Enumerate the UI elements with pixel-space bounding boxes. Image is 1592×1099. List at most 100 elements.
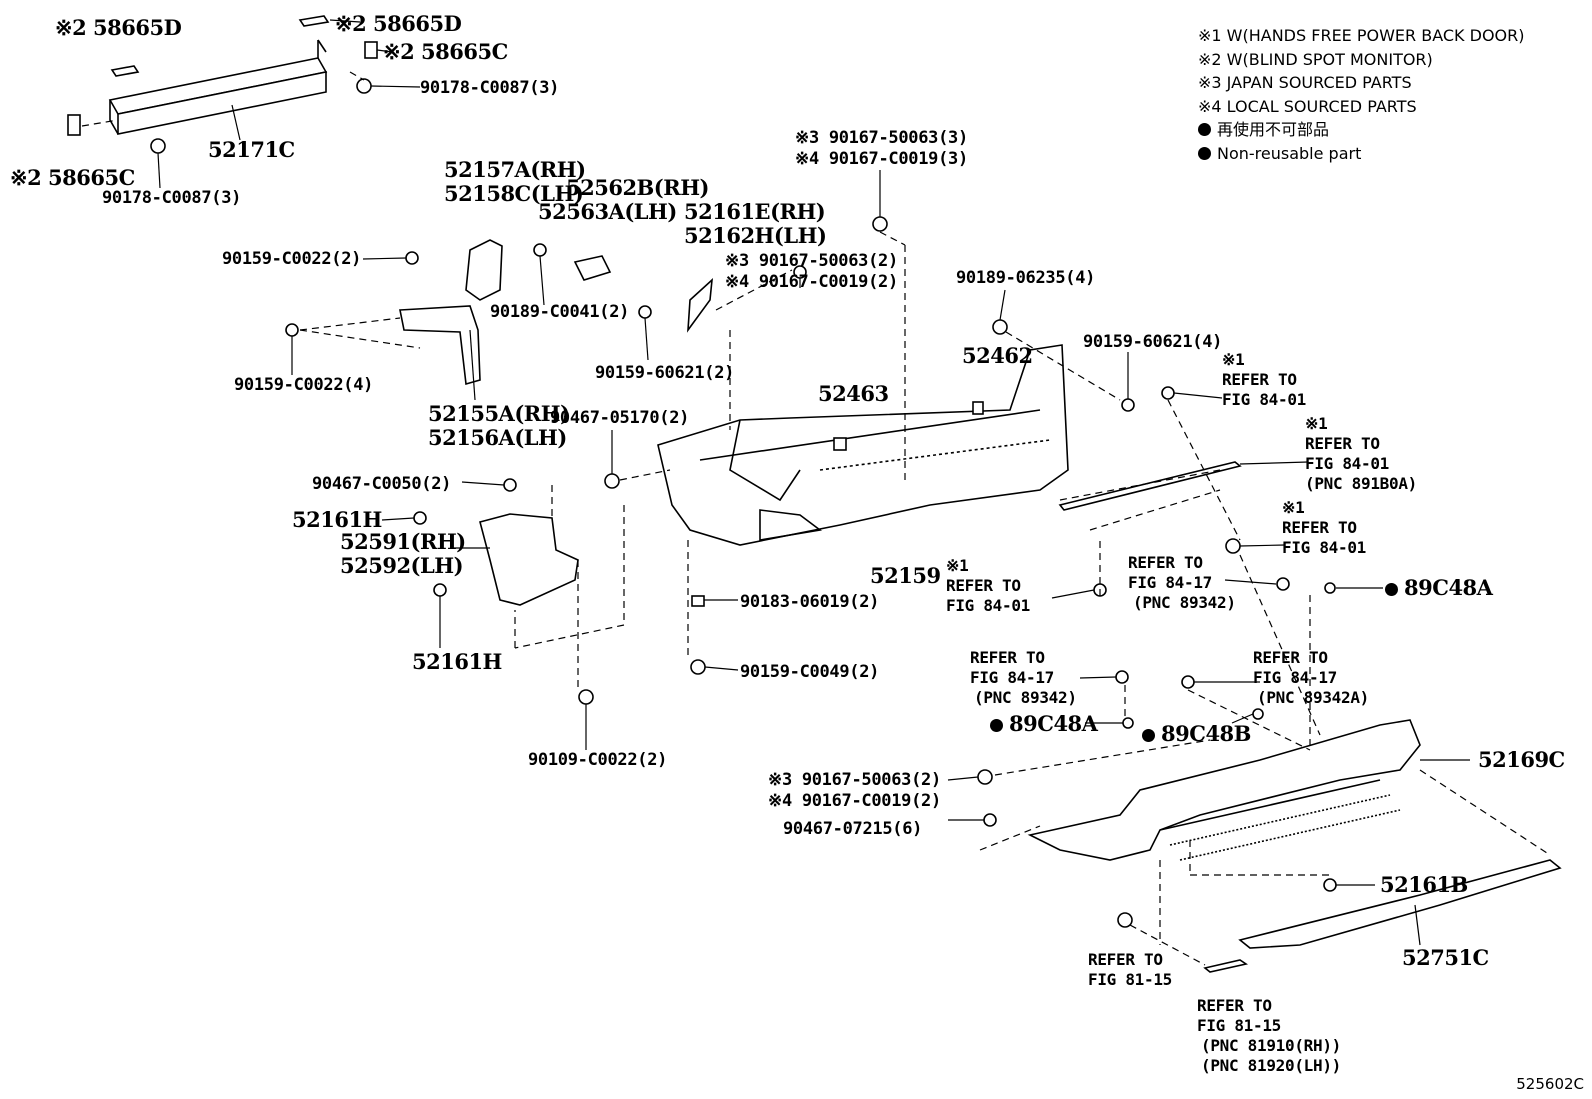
part-number: 89C48A [1009, 711, 1098, 736]
part-label: ※2 58665C [10, 165, 135, 190]
legend-nonreusable-en: Non-reusable part [1198, 142, 1525, 166]
part-label: 90467-07215(6) [783, 819, 923, 839]
part-label: 90178-C0087(3) [420, 78, 560, 98]
bullet-icon [990, 719, 1003, 732]
part-52462 [972, 401, 984, 415]
nonreusable-en-text: Non-reusable part [1217, 143, 1362, 163]
bullet-icon [1385, 583, 1398, 596]
part-label: 52157A(RH) [444, 157, 586, 182]
ref-text: (PNC 891B0A) [1305, 474, 1417, 493]
pad-58665d-left [110, 65, 140, 77]
bracket-52157a [465, 239, 503, 301]
ref-text: REFER TO [1253, 648, 1328, 667]
ref-text: REFER TO [1197, 996, 1272, 1015]
part-label: 52463 [818, 381, 889, 406]
part-label: 52562B(RH) [566, 175, 709, 200]
part-label: 52156A(LH) [428, 425, 567, 450]
ref-text: FIG 84-01 [1222, 390, 1306, 409]
bumper-cover-52159 [657, 344, 1069, 546]
part-label: 52159 [870, 563, 941, 588]
nut-90178-right [356, 78, 372, 94]
step-rod [1058, 461, 1242, 511]
part-label: 90109-C0022(2) [528, 750, 668, 770]
part-label: 52563A(LH) [538, 199, 677, 224]
legend-note-1: ※1 W(HANDS FREE POWER BACK DOOR) [1198, 26, 1525, 45]
part-label: ※2 58665D [55, 15, 182, 40]
nut-90178-left [150, 138, 166, 154]
part-label: 52162H(LH) [684, 223, 827, 248]
part-label: 52161H [412, 649, 502, 674]
part-label: ※3 90167-50063(2) [725, 251, 898, 271]
part-label-nonreusable: 89C48B [1142, 722, 1251, 746]
bullet-icon [1142, 729, 1155, 742]
ref-text: REFER TO [1222, 370, 1297, 389]
ref-text: FIG 84-17 [1253, 668, 1337, 687]
ref-text: (PNC 89342A) [1257, 688, 1369, 707]
ref-note: ※1 [1222, 350, 1245, 369]
part-52463 [833, 437, 847, 451]
lower-cover-52169c [1027, 719, 1421, 861]
ref-text: REFER TO [1088, 950, 1163, 969]
part-label: ※4 90167-C0019(2) [725, 272, 898, 292]
part-label: 90159-C0022(2) [222, 249, 362, 269]
part-label: 52591(RH) [340, 529, 466, 554]
part-label: 90467-05170(2) [550, 408, 690, 428]
seal-81910 [1203, 959, 1249, 973]
ref-text: (PNC 89342) [974, 688, 1077, 707]
ref-text: FIG 84-17 [1128, 573, 1212, 592]
part-label: 52171C [208, 137, 295, 162]
part-label: 52158C(LH) [444, 181, 584, 206]
reinforcement-bar-52171c [108, 39, 328, 135]
pad-58665c-left [67, 114, 81, 136]
part-label: 52161E(RH) [684, 199, 826, 224]
part-label: 52592(LH) [340, 553, 464, 578]
part-label: 52751C [1402, 945, 1489, 970]
part-label: ※4 90167-C0019(2) [768, 791, 941, 811]
part-label: 90183-06019(2) [740, 592, 880, 612]
ref-text: REFER TO [946, 576, 1021, 595]
part-number: 89C48A [1404, 575, 1493, 600]
part-label: 90159-C0022(4) [234, 375, 374, 395]
ref-note: ※1 [946, 556, 969, 575]
part-label: 52161H [292, 507, 382, 532]
ref-text: (PNC 81920(LH)) [1201, 1056, 1341, 1075]
legend-note-2: ※2 W(BLIND SPOT MONITOR) [1198, 49, 1433, 69]
ref-text: FIG 84-01 [1305, 454, 1389, 473]
part-label: ※3 90167-50063(3) [795, 128, 968, 148]
ref-text: FIG 81-15 [1197, 1016, 1281, 1035]
legend-nonreusable-jp: 再使用不可部品 [1198, 118, 1525, 142]
part-label: ※3 90167-50063(2) [768, 770, 941, 790]
nonreusable-jp-text: 再使用不可部品 [1217, 120, 1330, 139]
part-label: ※2 58665C [383, 39, 508, 64]
ref-note: ※1 [1282, 498, 1305, 517]
retainer-52161e [687, 278, 714, 333]
part-label: 52169C [1478, 747, 1565, 772]
legend-note-4: ※4 LOCAL SOURCED PARTS [1198, 96, 1417, 116]
part-number: 89C48B [1161, 721, 1251, 746]
ref-text: (PNC 89342) [1133, 593, 1236, 612]
ref-text: (PNC 81910(RH)) [1201, 1036, 1341, 1055]
ref-text: FIG 81-15 [1088, 970, 1172, 989]
ref-text: REFER TO [1282, 518, 1357, 537]
ref-text: FIG 84-17 [970, 668, 1054, 687]
part-label: 52155A(RH) [428, 401, 570, 426]
part-label: 52161B [1380, 872, 1468, 897]
part-label: 90189-06235(4) [956, 268, 1096, 288]
ref-text: FIG 84-01 [946, 596, 1030, 615]
part-label: ※4 90167-C0019(3) [795, 149, 968, 169]
spoiler-52751c [1238, 859, 1562, 949]
part-label: 90467-C0050(2) [312, 474, 452, 494]
part-label: 90189-C0041(2) [490, 302, 630, 322]
ref-text: REFER TO [970, 648, 1045, 667]
bullet-icon [1198, 123, 1211, 136]
pad-58665c-right [364, 41, 378, 59]
mudguard-52591 [479, 513, 579, 606]
part-label-nonreusable: 89C48A [990, 711, 1098, 736]
bracket-52155a [399, 305, 481, 386]
pad-58665d-top [298, 15, 330, 27]
part-label: 90159-60621(2) [595, 363, 735, 383]
ref-text: FIG 84-01 [1282, 538, 1366, 557]
ref-text: REFER TO [1305, 434, 1380, 453]
part-label: ※2 58665D [335, 11, 462, 36]
